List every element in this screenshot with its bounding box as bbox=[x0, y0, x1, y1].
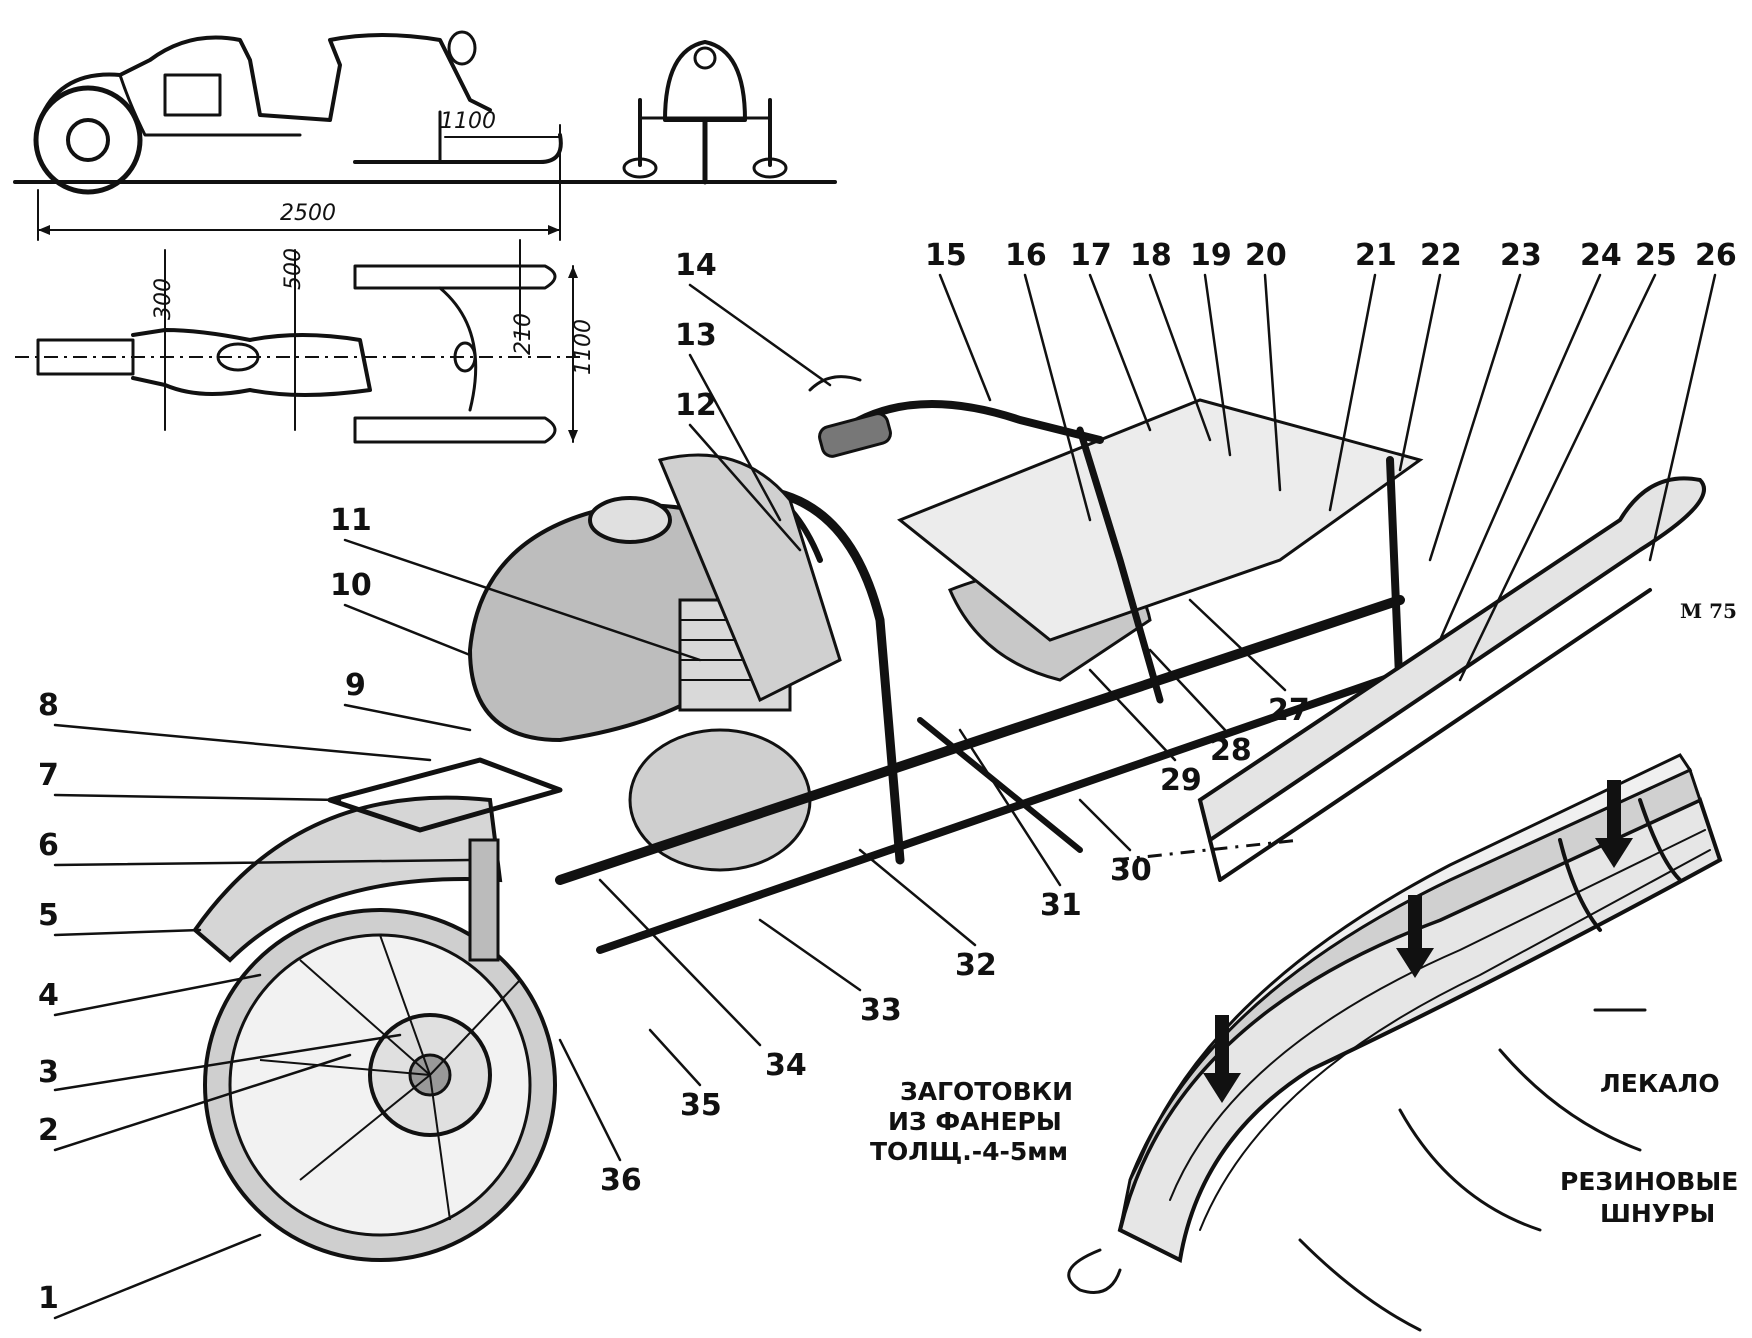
callout-29: 29 bbox=[1160, 763, 1202, 798]
callout-25: 25 bbox=[1635, 238, 1677, 273]
callout-18: 18 bbox=[1130, 238, 1172, 273]
callout-7: 7 bbox=[38, 758, 59, 793]
width-500-dimension: 500 bbox=[281, 248, 306, 290]
ski-track-dimension: 1100 bbox=[571, 319, 596, 375]
callout-27: 27 bbox=[1268, 693, 1310, 728]
callout-2: 2 bbox=[38, 1113, 59, 1148]
callout-28: 28 bbox=[1210, 733, 1252, 768]
callout-32: 32 bbox=[955, 948, 997, 983]
callout-leader-lines bbox=[53, 273, 1717, 1320]
callout-16: 16 bbox=[1005, 238, 1047, 273]
callout-26: 26 bbox=[1695, 238, 1737, 273]
rubber-cords-label-line1: РЕЗИНОВЫЕ bbox=[1560, 1167, 1738, 1196]
callout-31: 31 bbox=[1040, 888, 1082, 923]
ski-laminating-inset bbox=[1067, 753, 1723, 1332]
blanks-label-line2: ИЗ ФАНЕРЫ bbox=[888, 1107, 1062, 1136]
callout-34: 34 bbox=[765, 1048, 807, 1083]
callout-33: 33 bbox=[860, 993, 902, 1028]
callout-3: 3 bbox=[38, 1055, 59, 1090]
callout-24: 24 bbox=[1580, 238, 1622, 273]
rubber-cords-label-line2: ШНУРЫ bbox=[1600, 1199, 1715, 1228]
callout-8: 8 bbox=[38, 688, 59, 723]
callout-17: 17 bbox=[1070, 238, 1112, 273]
callout-14: 14 bbox=[675, 248, 717, 283]
callout-6: 6 bbox=[38, 828, 59, 863]
callout-21: 21 bbox=[1355, 238, 1397, 273]
template-label: ЛЕКАЛО bbox=[1600, 1069, 1720, 1098]
callout-36: 36 bbox=[600, 1163, 642, 1198]
callout-15: 15 bbox=[925, 238, 967, 273]
overall-length-dimension: 2500 bbox=[280, 201, 336, 226]
callout-9: 9 bbox=[345, 668, 366, 703]
isometric-snowmobile-drawing bbox=[192, 375, 1706, 1262]
artist-signature: M 75 bbox=[1680, 599, 1737, 623]
callout-20: 20 bbox=[1245, 238, 1287, 273]
callout-23: 23 bbox=[1500, 238, 1542, 273]
blanks-label-line1: ЗАГОТОВКИ bbox=[900, 1077, 1073, 1106]
callout-13: 13 bbox=[675, 318, 717, 353]
ski-width-dimension: 210 bbox=[511, 313, 536, 355]
callout-5: 5 bbox=[38, 898, 59, 933]
callout-35: 35 bbox=[680, 1088, 722, 1123]
callout-30: 30 bbox=[1110, 853, 1152, 888]
side-view-drawing bbox=[13, 30, 837, 241]
callout-1: 1 bbox=[38, 1281, 59, 1316]
callout-4: 4 bbox=[38, 978, 59, 1013]
callout-22: 22 bbox=[1420, 238, 1462, 273]
blanks-label-line3: ТОЛЩ.-4-5мм bbox=[870, 1137, 1068, 1166]
front-view-drawing bbox=[622, 40, 788, 185]
plan-view-drawing bbox=[15, 239, 580, 444]
width-300-dimension: 300 bbox=[151, 278, 176, 320]
callout-19: 19 bbox=[1190, 238, 1232, 273]
callout-10: 10 bbox=[330, 568, 372, 603]
callout-11: 11 bbox=[330, 503, 372, 538]
ski-length-dimension: 1100 bbox=[440, 109, 496, 134]
callout-12: 12 bbox=[675, 388, 717, 423]
